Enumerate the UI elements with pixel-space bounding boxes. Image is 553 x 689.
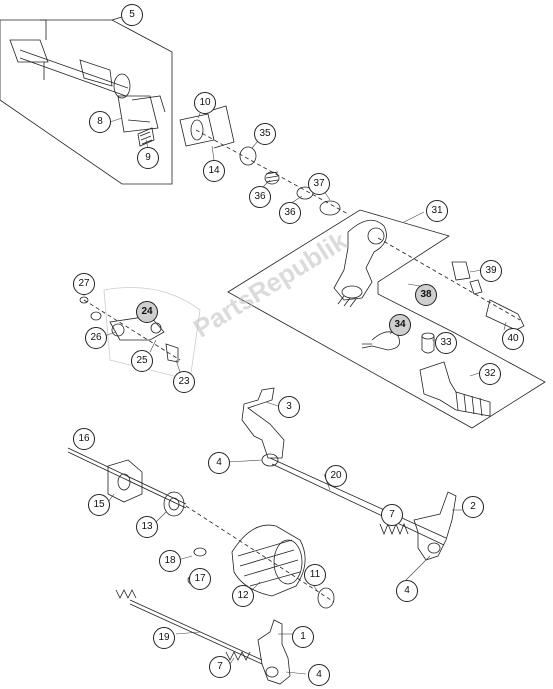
callout-37[interactable]: 37 <box>308 173 330 195</box>
callout-3[interactable]: 3 <box>278 396 300 418</box>
shift-fork-1-part <box>257 619 291 685</box>
shift-fork-2-part <box>413 491 457 561</box>
shift-lever-part <box>333 219 525 331</box>
callout-11[interactable]: 11 <box>304 564 326 586</box>
callout-16[interactable]: 16 <box>73 428 95 450</box>
pin-part <box>421 332 435 354</box>
callout-1[interactable]: 1 <box>292 626 314 648</box>
callout-34[interactable]: 34 <box>389 314 411 336</box>
spring-clip-part <box>361 331 401 351</box>
callout-4c[interactable]: 4 <box>308 664 330 686</box>
callout-14[interactable]: 14 <box>203 160 225 182</box>
callout-2[interactable]: 2 <box>462 496 484 518</box>
callout-7a[interactable]: 7 <box>381 504 403 526</box>
callout-23[interactable]: 23 <box>173 371 195 393</box>
group-box-31 <box>227 209 546 429</box>
shift-pedal-rubber-part <box>419 361 491 417</box>
leader-line-5 <box>111 16 123 21</box>
fork-shaft-19-part <box>115 589 263 665</box>
callout-32[interactable]: 32 <box>479 363 501 385</box>
shift-shaft-16-part <box>67 447 187 509</box>
callout-4a[interactable]: 4 <box>208 452 230 474</box>
callout-10[interactable]: 10 <box>194 92 216 114</box>
callout-4b[interactable]: 4 <box>396 580 418 602</box>
callout-12[interactable]: 12 <box>232 585 254 607</box>
callout-18[interactable]: 18 <box>159 550 181 572</box>
fork-shaft-part <box>269 457 447 546</box>
bearing-13-part <box>163 491 185 517</box>
callout-36a[interactable]: 36 <box>249 186 271 208</box>
callout-15[interactable]: 15 <box>88 494 110 516</box>
callout-35[interactable]: 35 <box>254 123 276 145</box>
callout-13[interactable]: 13 <box>136 516 158 538</box>
callout-36b[interactable]: 36 <box>279 202 301 224</box>
bearing-11-part <box>185 505 335 609</box>
callout-19[interactable]: 19 <box>153 627 175 649</box>
callout-25[interactable]: 25 <box>131 350 153 372</box>
callout-39[interactable]: 39 <box>480 260 502 282</box>
callout-5[interactable]: 5 <box>121 4 143 26</box>
callout-9[interactable]: 9 <box>137 147 159 169</box>
callout-26[interactable]: 26 <box>85 327 107 349</box>
spring-7-upper-part <box>379 522 409 536</box>
callout-7b[interactable]: 7 <box>209 656 231 678</box>
callout-17[interactable]: 17 <box>189 568 211 590</box>
callout-40[interactable]: 40 <box>502 328 524 350</box>
shift-fork-3-part <box>241 387 285 467</box>
callout-31[interactable]: 31 <box>426 200 448 222</box>
callout-24[interactable]: 24 <box>136 301 158 323</box>
callout-38[interactable]: 38 <box>415 284 437 306</box>
shift-star-15-part <box>107 459 143 503</box>
callout-33[interactable]: 33 <box>435 332 457 354</box>
linkage-part <box>79 287 201 381</box>
callout-8[interactable]: 8 <box>89 111 111 133</box>
callout-20[interactable]: 20 <box>325 465 347 487</box>
callout-27[interactable]: 27 <box>73 273 95 295</box>
spring-7-lower-part <box>225 651 251 661</box>
shift-shaft-part <box>9 19 166 147</box>
